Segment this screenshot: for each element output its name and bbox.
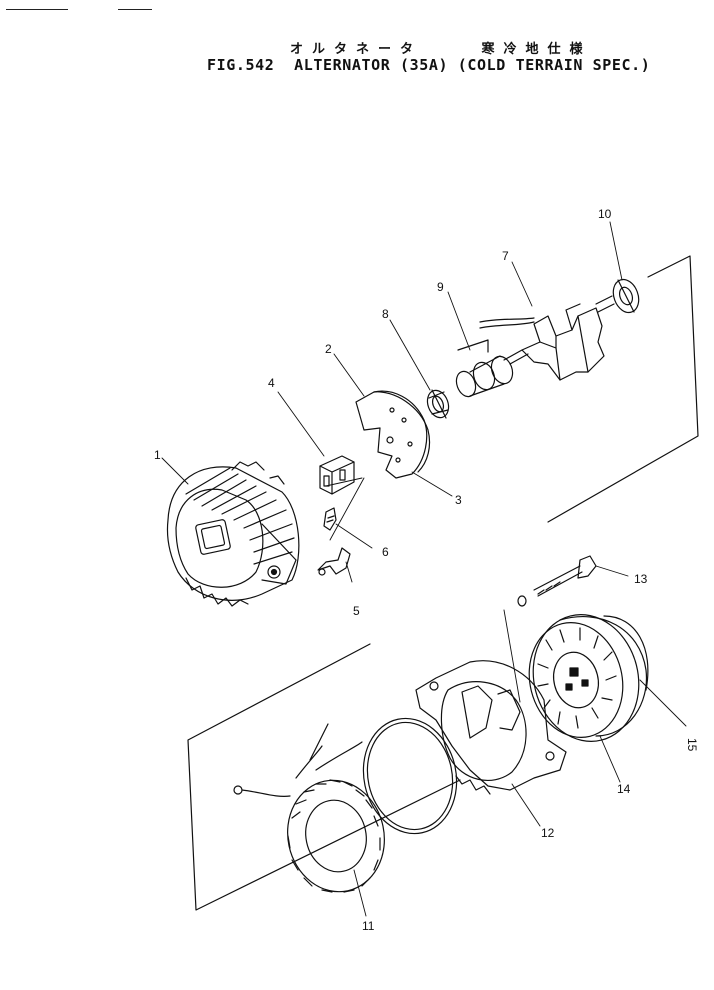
part-4-brush-block	[319, 455, 355, 495]
part-11-stator	[233, 723, 385, 893]
lower-group-boundary	[187, 643, 461, 911]
callout-4: 4	[268, 376, 275, 390]
figure-number: FIG.542	[207, 56, 275, 74]
part-10-bearing	[612, 278, 640, 314]
callout-14: 14	[617, 782, 631, 796]
part-13-washer	[517, 595, 527, 607]
japanese-title: オルタネータ 寒冷地仕様	[290, 38, 592, 57]
callout-1: 1	[154, 448, 161, 462]
part-5-terminal	[317, 547, 351, 576]
japanese-title-left: オルタネータ	[290, 42, 423, 57]
part-2-3-end-plate	[355, 390, 431, 479]
callout-5: 5	[353, 604, 360, 618]
part-13-through-bolt	[533, 555, 597, 597]
part-6-screw	[323, 507, 337, 531]
callout-8: 8	[382, 307, 389, 321]
callout-10: 10	[598, 207, 612, 221]
callout-3: 3	[455, 493, 462, 507]
part-9-slip-rings	[455, 339, 514, 398]
figure-caption: ALTERNATOR (35A) (COLD TERRAIN SPEC.)	[294, 56, 651, 74]
callout-15: 15	[685, 738, 699, 752]
callout-12: 12	[541, 826, 555, 840]
upper-group-boundary	[547, 255, 699, 523]
japanese-title-right: 寒冷地仕様	[481, 42, 592, 57]
header-rule-right	[118, 9, 152, 10]
part-14-fan	[528, 622, 624, 738]
callout-2: 2	[325, 342, 332, 356]
leader-lines	[161, 221, 687, 917]
callout-6: 6	[382, 545, 389, 559]
part-1-front-housing	[166, 461, 300, 607]
callout-7: 7	[502, 249, 509, 263]
callout-11: 11	[362, 919, 375, 933]
callout-9: 9	[437, 280, 444, 294]
callout-13: 13	[634, 572, 648, 586]
header-rule-left	[6, 9, 68, 10]
part-12-rear-housing	[415, 660, 567, 795]
part-8-bearing	[426, 389, 450, 419]
callout-labels: 1 2 3 4 5 6 7 8 9 10 11 12 13 14 15	[154, 207, 699, 933]
figure-title: FIG.542 ALTERNATOR (35A) (COLD TERRAIN S…	[207, 56, 660, 74]
part-7-rotor	[479, 295, 615, 381]
o-ring	[362, 717, 458, 835]
